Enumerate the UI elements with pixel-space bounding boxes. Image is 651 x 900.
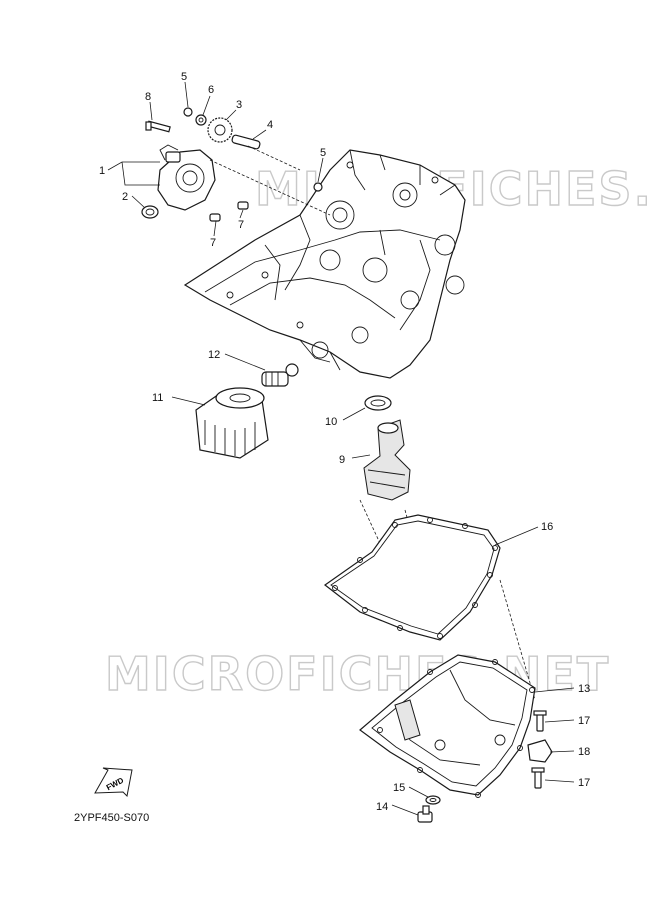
- oil-pump-assembly: [157, 144, 216, 211]
- callout-8: 8: [145, 91, 151, 103]
- callout-1: 1: [99, 165, 105, 177]
- fwd-arrow-icon: FWD: [94, 767, 133, 798]
- drain-bolt: [417, 805, 433, 823]
- callout-3: 3: [236, 99, 242, 111]
- callout-2: 2: [122, 191, 128, 203]
- drive-gear: [207, 117, 233, 143]
- callout-15: 15: [393, 782, 405, 794]
- bolt-upper-17: [533, 710, 547, 732]
- callout-7-right: 7: [238, 219, 244, 231]
- callout-17-lower: 17: [578, 777, 590, 789]
- callout-7-left: 7: [210, 237, 216, 249]
- callout-11: 11: [152, 392, 163, 404]
- pump-shaft: [231, 134, 261, 150]
- diagram-code: 2YPF450-S070: [74, 812, 150, 824]
- callout-17-upper: 17: [578, 715, 590, 727]
- callout-9: 9: [339, 454, 345, 466]
- circlip-right: [313, 182, 323, 192]
- callout-18: 18: [578, 746, 590, 758]
- oil-filter: [195, 387, 269, 459]
- bolt-lower-17: [531, 767, 545, 789]
- callout-6: 6: [208, 84, 214, 96]
- crankcase-illustration: [183, 149, 466, 379]
- oil-pan: [359, 654, 536, 798]
- drain-washer: [425, 795, 441, 805]
- callout-14: 14: [376, 801, 388, 813]
- oil-seal: [141, 205, 159, 219]
- strainer-o-ring: [364, 395, 392, 411]
- callout-5-right: 5: [320, 147, 326, 159]
- leader-lines: [107, 81, 575, 816]
- bolt: [145, 120, 171, 133]
- washer: [195, 114, 207, 126]
- callout-10: 10: [325, 416, 337, 428]
- oil-strainer: [363, 419, 411, 501]
- oil-pan-gasket: [323, 514, 501, 641]
- dowel-pin-right: [237, 201, 249, 210]
- dowel-pin-left: [209, 213, 221, 222]
- filter-union-bolt: [261, 363, 299, 387]
- callout-5-upper: 5: [181, 71, 187, 83]
- callout-13: 13: [578, 683, 590, 695]
- callout-16: 16: [541, 521, 553, 533]
- clamp: [527, 739, 553, 763]
- callout-12: 12: [208, 349, 220, 361]
- callout-4: 4: [267, 119, 273, 131]
- circlip-upper: [183, 107, 193, 117]
